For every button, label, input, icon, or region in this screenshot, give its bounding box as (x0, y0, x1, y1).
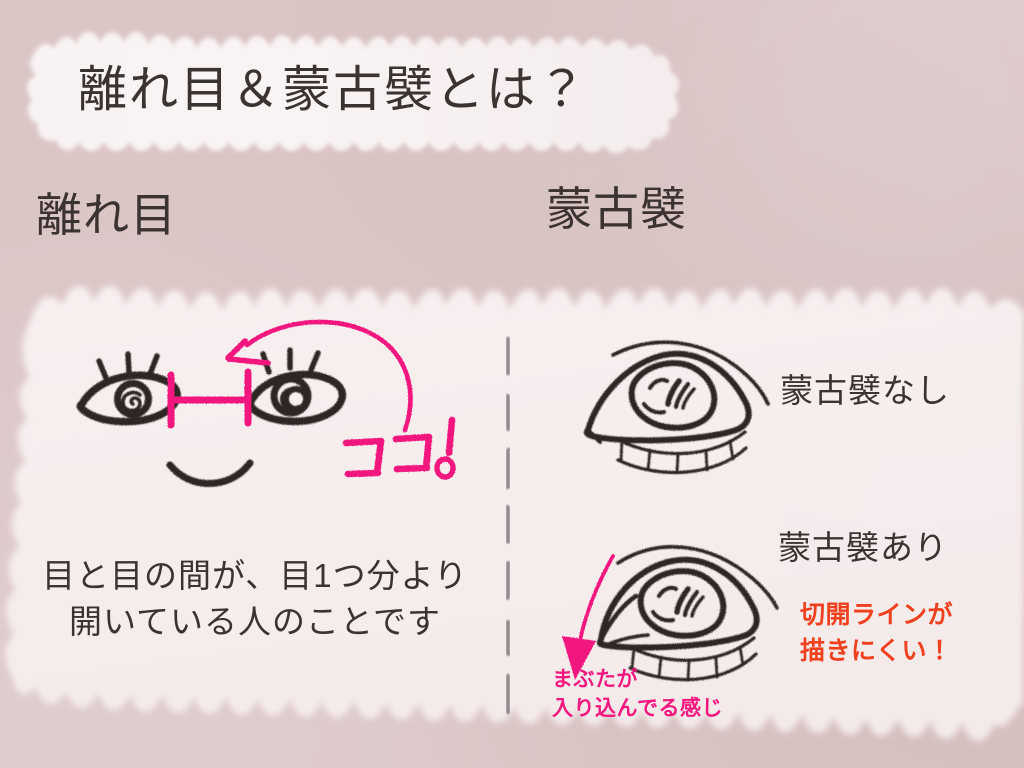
label-without-fold: 蒙古襞なし (780, 372, 950, 409)
title-banner: 離れ目＆蒙古襞とは？ (16, 14, 696, 164)
note-incision-line-difficult: 切開ラインが 描きにくい！ (800, 601, 954, 665)
note-eyelid-tucked-in: まぶたが 入り込んでる感じ (552, 668, 723, 720)
heading-mokohida: 蒙古襞 (546, 183, 687, 235)
caption-hanareme-definition: 目と目の間が、目1つ分より 開いている人のことです (41, 557, 469, 640)
title-brush-shape (27, 31, 679, 154)
illustration-panel (0, 262, 1024, 768)
label-with-fold: 蒙古襞あり (778, 529, 948, 566)
panel-brush-shape (5, 285, 1024, 742)
heading-hanareme: 離れ目 (36, 189, 177, 241)
page-title: 離れ目＆蒙古襞とは？ (78, 63, 589, 117)
